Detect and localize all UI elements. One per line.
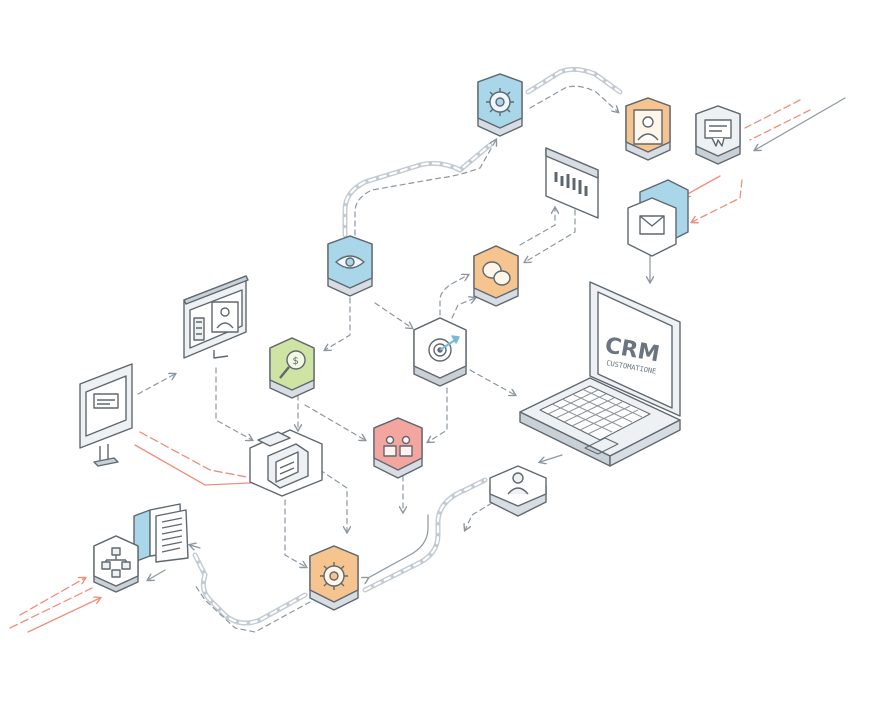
eye-tile[interactable] xyxy=(327,235,373,297)
hub-tile[interactable] xyxy=(249,429,323,497)
svg-text:$: $ xyxy=(293,356,299,367)
nodes: $ xyxy=(79,73,741,611)
connector-gear-usertile xyxy=(362,477,488,593)
mail-tile[interactable] xyxy=(627,179,689,257)
connector-docs-org xyxy=(148,569,166,580)
gear-icon xyxy=(486,88,514,116)
user-tile[interactable] xyxy=(489,465,547,517)
certificate-tile[interactable] xyxy=(695,105,741,165)
documents-tile[interactable] xyxy=(133,503,189,563)
connector-eye-money xyxy=(325,297,351,350)
data-hub-icon xyxy=(267,443,309,489)
video-call-monitor-icon xyxy=(193,301,239,359)
chart-panel-tile[interactable] xyxy=(545,147,599,219)
connector-gear-person xyxy=(525,66,623,95)
connector-red-kiosk-hub xyxy=(139,431,253,479)
team-tile[interactable] xyxy=(373,417,423,479)
connector-target-chat xyxy=(439,275,468,316)
team-icon xyxy=(383,435,413,457)
gear-icon xyxy=(320,562,348,590)
eye-icon xyxy=(335,255,365,269)
person-top-tile[interactable] xyxy=(625,97,671,161)
target-tile[interactable] xyxy=(413,317,467,387)
chat-bubbles-icon xyxy=(482,261,511,286)
gear-bottom-tile[interactable] xyxy=(309,545,359,611)
connector-target-team xyxy=(428,387,448,442)
laptop-tile[interactable]: CRM CUSTOMATIONE xyxy=(519,281,681,467)
connector-money-team xyxy=(304,404,365,440)
target-icon xyxy=(428,335,460,362)
keyboard xyxy=(539,385,651,455)
documents-icon xyxy=(161,517,183,553)
video-monitor-tile[interactable] xyxy=(183,275,249,359)
connector-eye-gear xyxy=(342,142,493,238)
connector-eye-target xyxy=(374,302,412,328)
connector-target-laptop xyxy=(469,369,515,395)
certificate-icon xyxy=(704,119,732,147)
connector-red-in-3 xyxy=(19,578,85,616)
connector-red-in-1 xyxy=(744,99,801,129)
user-tile-icon xyxy=(507,472,529,495)
org-chart-icon xyxy=(101,547,131,578)
money-search-icon: $ xyxy=(279,350,306,379)
connector-hub-gear xyxy=(319,469,347,532)
kiosk-tile[interactable] xyxy=(79,363,133,467)
gear-top-tile[interactable] xyxy=(477,73,523,137)
connector-kiosk-monitor xyxy=(137,374,175,395)
kiosk-screen-icon xyxy=(93,393,119,467)
chat-tile[interactable] xyxy=(473,245,519,307)
connector-laptop-usertile xyxy=(540,454,563,462)
connector-chat-chart xyxy=(519,208,555,246)
connector-red-in-2 xyxy=(684,175,721,196)
connector-monitor-hub xyxy=(215,367,252,440)
org-chart-tile[interactable] xyxy=(93,535,139,593)
connector-gear-docs xyxy=(192,552,308,626)
bar-chart-icon xyxy=(554,172,588,196)
mail-icon xyxy=(639,215,665,235)
user-profile-icon xyxy=(633,109,663,145)
money-search-tile[interactable]: $ xyxy=(269,337,315,399)
connectors xyxy=(9,66,846,633)
